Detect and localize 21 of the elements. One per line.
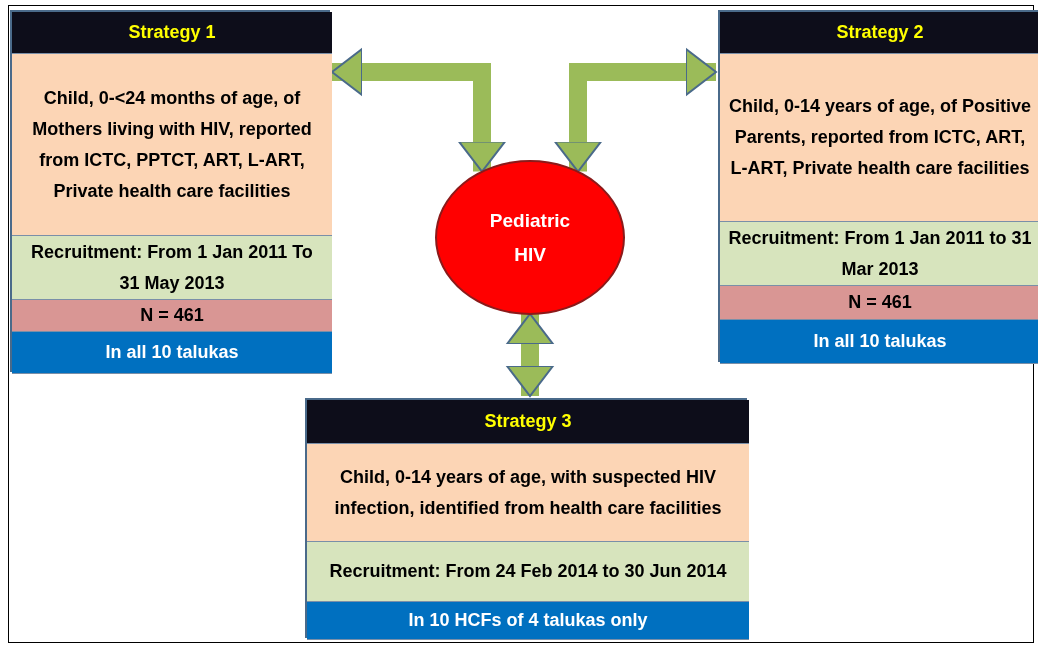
strategy-header: Strategy 3 bbox=[307, 400, 749, 444]
strategy-panel bbox=[10, 10, 330, 372]
description-band: Child, 0-14 years of age, of Positive Parents, reported from ICTC, ART, L-ART, Private health care facilities bbox=[720, 54, 1038, 222]
sample-size-band: N = 461 bbox=[720, 286, 1038, 320]
strategy-panel bbox=[718, 10, 1038, 362]
recruitment-band: Recruitment: From 1 Jan 2011 To 31 May 2013 bbox=[12, 236, 332, 300]
pediatric-hiv-circle: Pediatric HIV bbox=[435, 160, 625, 315]
strategy-header: Strategy 1 bbox=[12, 12, 332, 54]
coverage-band: In all 10 talukas bbox=[12, 332, 332, 374]
double-arrow bbox=[331, 48, 506, 173]
strategy-header: Strategy 2 bbox=[720, 12, 1038, 54]
sample-size-band: N = 461 bbox=[12, 300, 332, 332]
coverage-band: In 10 HCFs of 4 talukas only bbox=[307, 602, 749, 640]
double-arrow bbox=[506, 313, 554, 397]
description-band: Child, 0-14 years of age, with suspected HIV infection, identified from health care facilities bbox=[307, 444, 749, 542]
recruitment-band: Recruitment: From 1 Jan 2011 to 31 Mar 2013 bbox=[720, 222, 1038, 286]
description-band: Child, 0-<24 months of age, of Mothers living with HIV, reported from ICTC, PPTCT, ART, L-ART, Private health care facilities bbox=[12, 54, 332, 236]
double-arrow bbox=[554, 48, 717, 173]
strategy-panel bbox=[305, 398, 747, 638]
recruitment-band: Recruitment: From 24 Feb 2014 to 30 Jun 2014 bbox=[307, 542, 749, 602]
coverage-band: In all 10 talukas bbox=[720, 320, 1038, 364]
